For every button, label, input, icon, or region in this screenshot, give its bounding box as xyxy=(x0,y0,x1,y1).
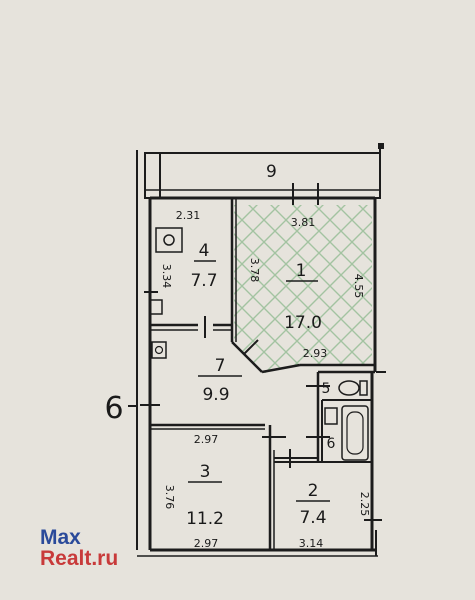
room-3-number: 3 xyxy=(200,462,211,482)
toilet-icon xyxy=(338,380,368,396)
room-1-top-dimension: 3.81 xyxy=(291,216,316,229)
room-1-right-dimension: 4.55 xyxy=(352,274,365,299)
washbasin-icon xyxy=(324,407,338,425)
room-4-area: 7.7 xyxy=(190,271,217,291)
room-4-width-dimension: 2.31 xyxy=(176,209,201,222)
living-room-hatch xyxy=(234,205,372,373)
room-2-number: 2 xyxy=(308,481,319,501)
room-3-top-dimension: 2.97 xyxy=(194,433,219,446)
room-9-number: 9 xyxy=(266,162,277,182)
watermark-line-1: Max xyxy=(40,526,81,549)
room-4-depth-dimension: 3.34 xyxy=(160,264,173,289)
room-1-number: 1 xyxy=(296,261,307,281)
room-7-area: 9.9 xyxy=(202,385,229,405)
inner-walls xyxy=(150,198,382,550)
room-2-side-dimension: 2.25 xyxy=(358,492,371,517)
room-7-number: 7 xyxy=(215,356,226,376)
room-3-bottom-dimension: 2.97 xyxy=(194,537,219,550)
room-2-area: 7.4 xyxy=(299,508,326,528)
room-4-number: 4 xyxy=(199,241,210,261)
room-2-bottom-dimension: 3.14 xyxy=(299,537,324,550)
hall-sink-icon xyxy=(151,341,167,359)
balcony xyxy=(144,143,384,205)
bathtub-icon xyxy=(341,405,369,461)
room-1-area: 17.0 xyxy=(284,313,322,333)
kitchen-sink-icon xyxy=(149,299,163,315)
room-5-number: 5 xyxy=(322,381,331,397)
side-label: 6 xyxy=(104,391,123,426)
room-3-area: 11.2 xyxy=(186,509,224,529)
watermark-line-2: Realt.ru xyxy=(40,547,119,570)
room-3-side-dimension: 3.76 xyxy=(163,485,176,510)
stove-icon xyxy=(155,227,183,253)
watermark-logo: Max Realt.ru xyxy=(40,527,118,569)
room-1-left-dimension: 3.78 xyxy=(248,258,261,283)
room-1-bottom-dimension: 2.93 xyxy=(303,347,328,360)
room-6-number: 6 xyxy=(327,436,336,452)
